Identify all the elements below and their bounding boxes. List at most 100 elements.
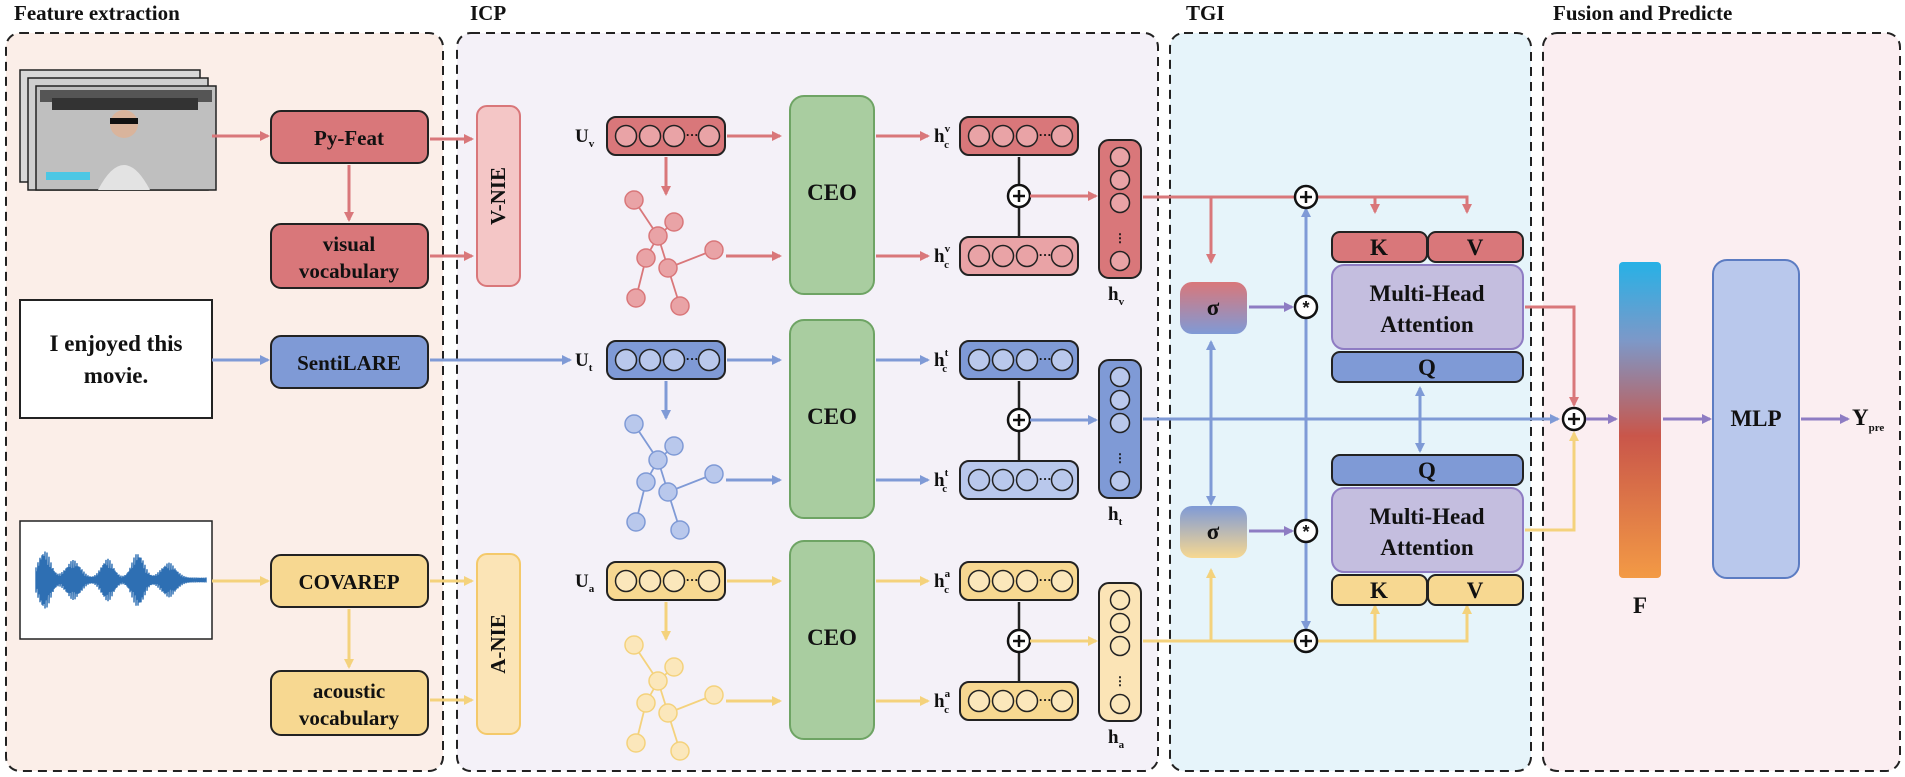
hc-t-upper-vector: ··· [959, 340, 1079, 380]
svg-text:SentiLARE: SentiLARE [297, 351, 401, 375]
u-v-label: Uv [575, 126, 595, 150]
hidden-a: ⋮ [1098, 582, 1142, 722]
h-a-label: ha [1108, 727, 1125, 751]
visual-vocabulary-box: visual vocabulary [270, 223, 429, 289]
svg-text:···: ··· [1038, 692, 1051, 707]
mlp-box: MLP [1712, 259, 1800, 579]
svg-text:Multi-Head: Multi-Head [1370, 281, 1485, 306]
svg-text:σ: σ [1207, 295, 1220, 320]
svg-text:Q: Q [1418, 458, 1436, 483]
svg-text:CEO: CEO [807, 625, 857, 650]
ceo-box-a: CEO [789, 540, 875, 740]
section-title-fusion: Fusion and Predicte [1553, 1, 1732, 25]
section-title-tgi: TGI [1186, 1, 1225, 25]
fused-feature-bar [1619, 262, 1661, 578]
svg-text:vocabulary: vocabulary [299, 706, 400, 730]
key-visual: K [1331, 231, 1428, 263]
sentilare-box: SentiLARE [270, 335, 429, 389]
svg-text:···: ··· [1038, 127, 1051, 142]
v-nie-box: V-NIE [476, 105, 521, 287]
svg-text:CEO: CEO [807, 180, 857, 205]
hc-t-lower-vector: ··· [959, 460, 1079, 500]
u-a-label: Ua [575, 571, 595, 595]
svg-text:σ: σ [1207, 519, 1220, 544]
tgi-panel [1169, 32, 1532, 772]
fused-feature-label: F [1633, 593, 1647, 618]
svg-text:Q: Q [1418, 355, 1436, 380]
graph-a [624, 635, 724, 761]
svg-text:visual: visual [323, 232, 376, 256]
svg-text:I enjoyed this: I enjoyed this [50, 331, 183, 356]
sum-a [1006, 628, 1032, 654]
covarep-box: COVAREP [270, 554, 429, 608]
svg-text:···: ··· [685, 572, 698, 587]
svg-text:K: K [1370, 235, 1388, 260]
svg-text:Py-Feat: Py-Feat [314, 126, 384, 150]
video-frames-image [19, 69, 217, 191]
value-visual: V [1427, 231, 1524, 263]
svg-text:V: V [1467, 578, 1484, 603]
svg-text:Attention: Attention [1380, 535, 1473, 560]
y-pred-label: Ypre [1852, 405, 1884, 434]
svg-text:···: ··· [1038, 351, 1051, 366]
svg-text:···: ··· [1038, 471, 1051, 486]
svg-text:K: K [1370, 578, 1388, 603]
svg-text:V-NIE: V-NIE [486, 167, 510, 225]
u-v-vector: ··· [606, 116, 726, 156]
svg-text:···: ··· [685, 351, 698, 366]
query-visual: Q [1331, 351, 1524, 383]
svg-text:*: * [1302, 298, 1309, 318]
section-title-feature-extraction: Feature extraction [14, 1, 180, 25]
u-t-vector: ··· [606, 340, 726, 380]
py-feat-box: Py-Feat [270, 110, 429, 164]
svg-text:···: ··· [685, 127, 698, 142]
add-visual [1293, 184, 1319, 210]
ceo-box-v: CEO [789, 95, 875, 295]
hc-v-upper-vector: ··· [959, 116, 1079, 156]
ceo-box-t: CEO [789, 319, 875, 519]
svg-text:acoustic: acoustic [313, 679, 385, 703]
hidden-v: ⋮ [1098, 139, 1142, 279]
sum-v [1006, 183, 1032, 209]
key-audio: K [1331, 574, 1428, 606]
u-a-vector: ··· [606, 561, 726, 601]
query-audio: Q [1331, 454, 1524, 486]
section-title-icp: ICP [470, 1, 506, 25]
svg-text:Attention: Attention [1380, 312, 1473, 337]
h-v-label: hv [1108, 284, 1125, 308]
value-audio: V [1427, 574, 1524, 606]
audio-waveform-image [19, 520, 213, 640]
sigma-gate-visual: σ [1180, 282, 1247, 334]
h-t-label: ht [1108, 504, 1123, 528]
svg-text:Multi-Head: Multi-Head [1370, 504, 1485, 529]
a-nie-box: A-NIE [476, 553, 521, 735]
mult-visual: * [1293, 294, 1319, 320]
svg-text:···: ··· [1038, 247, 1051, 262]
hc-a-lower-vector: ··· [959, 681, 1079, 721]
fusion-sum [1561, 406, 1587, 432]
u-t-label: Ut [575, 350, 593, 374]
svg-text:vocabulary: vocabulary [299, 259, 400, 283]
svg-text:···: ··· [1038, 572, 1051, 587]
svg-text:V: V [1467, 235, 1484, 260]
svg-text:⋮: ⋮ [1114, 451, 1126, 465]
feature-arrows [212, 131, 572, 705]
svg-text:⋮: ⋮ [1114, 674, 1126, 688]
svg-text:movie.: movie. [84, 363, 149, 388]
svg-text:⋮: ⋮ [1114, 231, 1126, 245]
add-audio [1293, 628, 1319, 654]
svg-text:COVAREP: COVAREP [298, 570, 399, 594]
svg-text:A-NIE: A-NIE [486, 614, 510, 674]
hidden-t: ⋮ [1098, 359, 1142, 499]
svg-text:CEO: CEO [807, 404, 857, 429]
sum-t [1006, 407, 1032, 433]
hc-v-lower-vector: ··· [959, 236, 1079, 276]
